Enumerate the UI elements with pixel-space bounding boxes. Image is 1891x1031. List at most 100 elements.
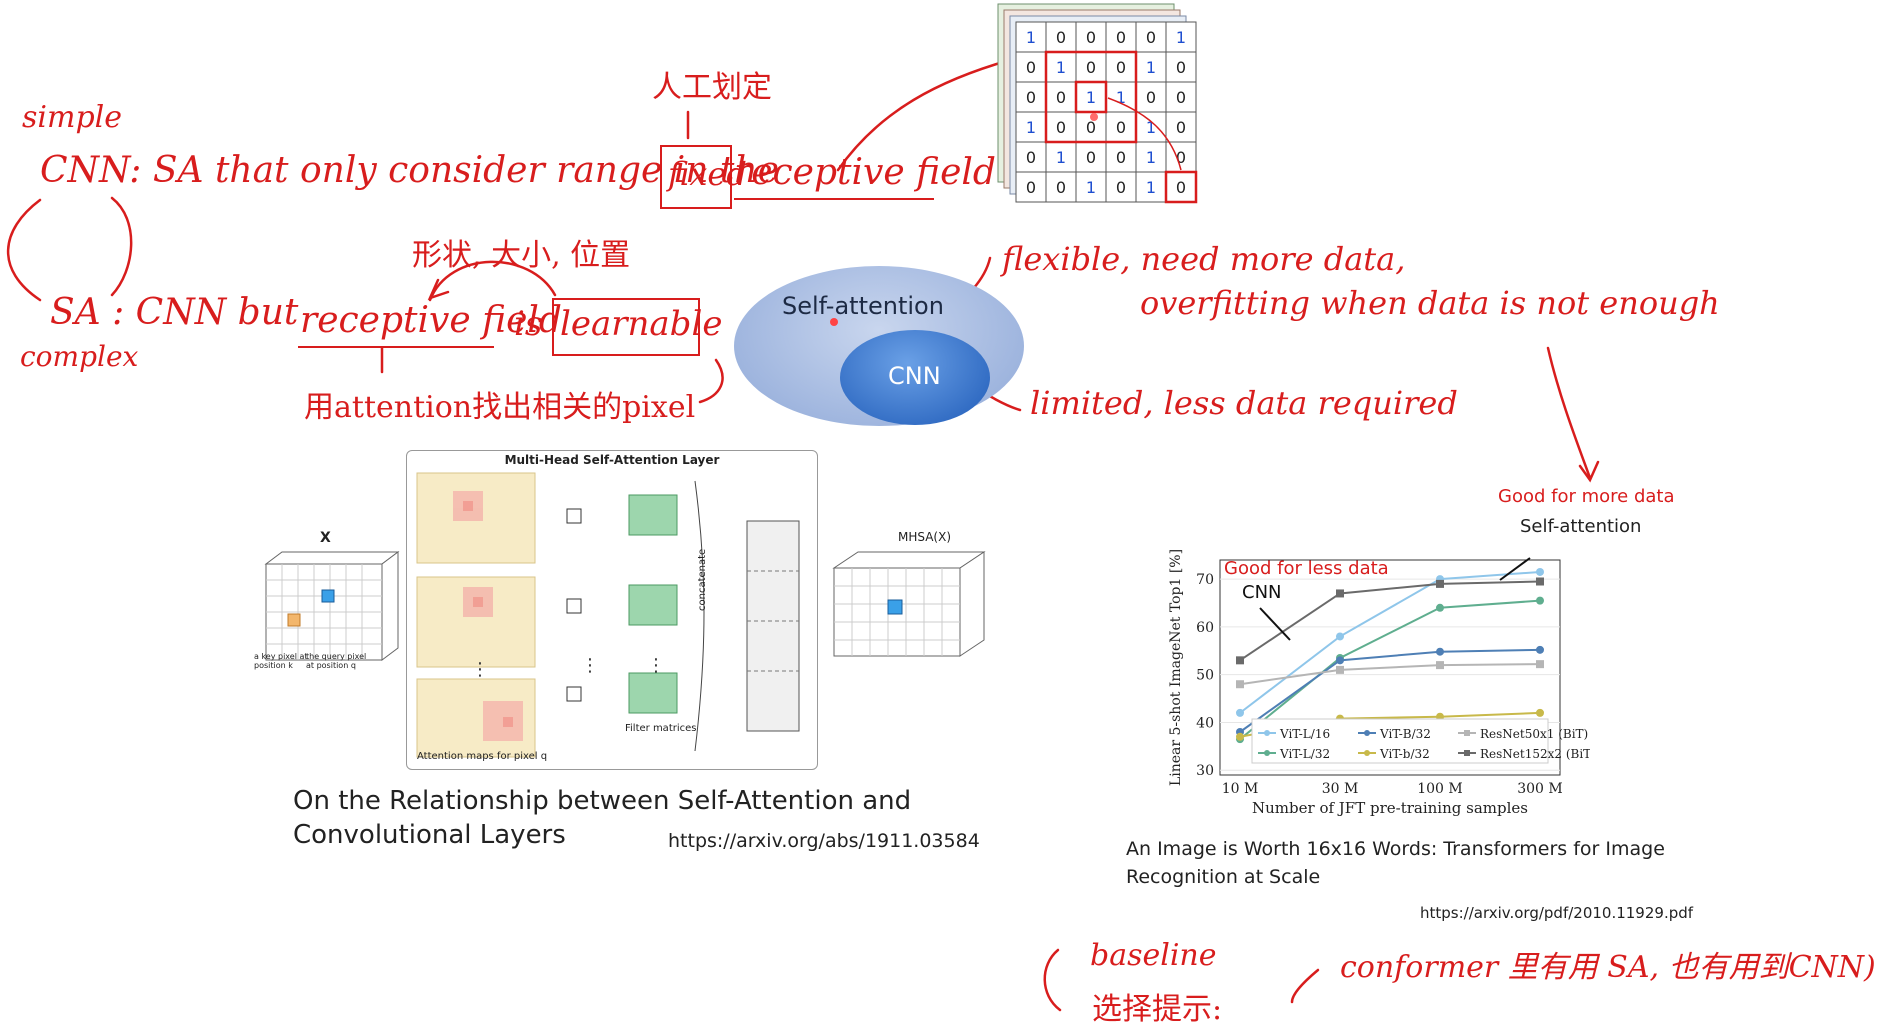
note-limited: limited, less data required [1030,384,1458,422]
filter-matrices-label: Filter matrices [625,723,697,734]
matrix-value: 0 [1176,58,1186,77]
matrix-cell [1135,141,1167,173]
paper2-title-line2: Recognition at Scale [1126,866,1321,888]
matrix-value: 1 [1176,28,1186,47]
matrix-value: 1 [1146,178,1156,197]
series-point [1236,732,1244,741]
matrix-cell [1045,81,1077,113]
note-fixed: fixed [668,155,747,193]
series-point [1436,603,1444,612]
matrix-value: 0 [1116,178,1126,197]
note-learnable: learnable [560,304,723,344]
annot-sa-arrow [1499,557,1531,581]
note-flexible: flexible, need more data, [1002,240,1406,278]
series-point [1336,665,1344,674]
matrix-cell [1015,51,1047,83]
matrix-value: 1 [1146,118,1156,137]
y-tick-label: 70 [1196,572,1214,588]
note-conformer: conformer 里有用 SA, 也有用到CNN) [1340,950,1876,985]
note-simple: simple [22,100,122,135]
matrix-value: 0 [1176,88,1186,107]
matrix-value: 0 [1086,58,1096,77]
legend-label: ViT-L/32 [1279,747,1330,761]
note-is: is [514,304,543,344]
y-tick-label: 60 [1196,620,1214,636]
series-point [1336,589,1344,598]
legend-box [1251,718,1549,764]
matrix-window-center [1074,80,1108,114]
legend-label: ResNet50x1 (BiT) [1480,727,1588,741]
venn-cnn-label: CNN [888,362,941,390]
legend-label: ViT-L/16 [1279,727,1330,741]
matrix-value: 0 [1176,148,1186,167]
paper1-url[interactable]: https://arxiv.org/abs/1911.03584 [668,830,980,852]
legend-label: ViT-b/32 [1379,747,1430,761]
matrix-cell [1045,171,1077,203]
x-tick-label: 100 M [1417,781,1463,797]
matrix-cell [1015,81,1047,113]
matrix-value: 1 [1146,148,1156,167]
query-pixel-label: the query pixel at position q [306,652,367,670]
receptive-field-underline-2 [298,346,494,348]
paper2-url[interactable]: https://arxiv.org/pdf/2010.11929.pdf [1420,904,1694,922]
note-attention: 用attention找出相关的pixel [304,390,696,425]
matrix-cell [1015,21,1047,53]
y-tick-label: 30 [1196,763,1214,779]
series-point [1536,645,1544,654]
series-point [1436,579,1444,588]
matrix-value: 0 [1086,28,1096,47]
matrix-value: 1 [1056,148,1066,167]
note-cnn-definition: CNN: SA that only consider range in the [40,150,779,191]
matrix-value: 1 [1026,28,1036,47]
pointer-dot [1090,113,1098,121]
matrix-cell [1165,171,1197,203]
series-point [1236,708,1244,717]
matrix-cell [1165,81,1197,113]
note-baseline: baseline [1090,938,1217,973]
series-line [1239,648,1541,733]
series-point [1436,647,1444,656]
note-overfitting: overfitting when data is not enough [1140,284,1720,322]
note-select-hint: 选择提示: [1092,992,1223,1027]
venn-self-attention-label: Self-attention [782,292,944,320]
matrix-value: 0 [1146,28,1156,47]
note-receptive-field-2: receptive field [300,300,562,341]
x-label: X [320,530,331,546]
series-point [1436,661,1444,670]
y-axis-label: Linear 5-shot ImageNet Top1 [%] [1168,549,1184,786]
annot-self-attention: Self-attention [1520,516,1642,537]
series-line [1239,599,1541,740]
series-line [1239,663,1541,686]
paper1-title-line1: On the Relationship between Self-Attenti… [293,786,912,816]
note-complex: complex [20,340,139,373]
legend-marker [1464,730,1470,736]
matrix-cell [1075,51,1107,83]
legend-label: ViT-B/32 [1379,727,1431,741]
mhsa-figure-frame: Multi-Head Self-Attention Layer ⋮ ⋮ [406,450,818,770]
matrix-cell [1135,21,1167,53]
matrix-value: 0 [1146,88,1156,107]
matrix-value: 0 [1176,118,1186,137]
matrix-value: 0 [1056,118,1066,137]
venn-cnn [840,330,990,425]
matrix-value: 0 [1086,118,1096,137]
matrix-value: 1 [1146,58,1156,77]
fixed-box [660,145,732,209]
matrix-cell [1015,141,1047,173]
matrix-value: 1 [1056,58,1066,77]
output-tensor-mhsa [832,551,986,657]
matrix-value: 0 [1116,148,1126,167]
matrix-cell [1075,171,1107,203]
matrix-value: 0 [1056,28,1066,47]
matrix-value: 0 [1026,88,1036,107]
key-pixel-label: a key pixel at position k [254,652,308,670]
note-manual: 人工划定 [652,70,772,105]
paper2-title-line1: An Image is Worth 16x16 Words: Transform… [1126,838,1665,860]
matrix-value: 0 [1086,148,1096,167]
matrix-value: 1 [1026,118,1036,137]
matrix-cell [1075,141,1107,173]
